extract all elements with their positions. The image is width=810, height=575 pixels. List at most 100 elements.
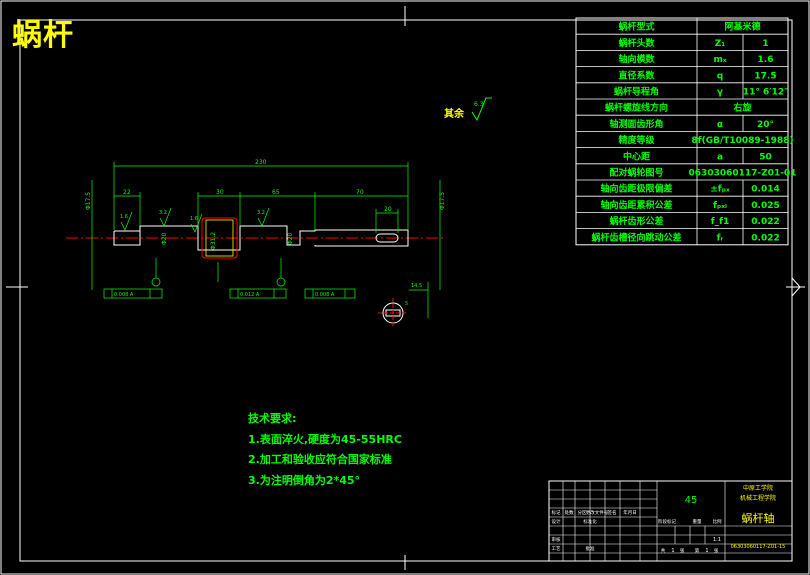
param-cell: 右旋 [732,102,752,114]
param-cell: 0.025 [751,201,779,211]
tb-material: 45 [685,495,698,506]
param-cell: 中心距 [623,150,650,162]
param-cell: 1.6 [758,55,774,65]
dim-dia-left: Φ17.5 [85,192,92,210]
param-cell: 蜗杆齿形公差 [609,215,663,227]
roughness-symbol-3 [190,213,203,233]
param-cell: mₓ [713,55,726,65]
tol-3: 0.008 A [315,292,335,298]
tolerance-frame-2 [229,288,287,299]
title-block: 45中原工学院机械工程学院蜗杆轴06303060117-Z01-151:1标记处… [548,480,793,562]
dim-dia-right: Φ17.5 [439,192,446,210]
dim-dia-bearing-left: Φ20 [161,232,168,245]
tb-school: 中原工学院 [743,484,773,492]
param-cell: 轴向齿距极限偏差 [600,183,672,195]
roughness-symbol-1 [120,211,133,231]
param-cell: 轴向齿距累积公差 [600,199,672,211]
tb-sheet-total: 1 [671,548,674,554]
rough-1: 1.6 [120,214,128,220]
param-cell: α [717,120,723,130]
dim-dia-bearing-right: Φ20 [287,232,294,245]
tb-label: 比例 [713,518,722,525]
param-cell: 0.014 [751,185,779,195]
param-cell: 轴向模数 [618,53,655,65]
param-cell: ±fₚₓ [710,185,730,195]
param-cell: a [717,152,723,162]
tol-1: 0.008 A [114,292,134,298]
tb-label: 重量 [693,518,702,525]
param-cell: 配对蜗轮图号 [609,166,663,178]
param-cell: 直径系数 [618,69,655,81]
param-cell: 06303060117-Z01-01 [689,168,797,178]
tb-label: 更改文件号 [586,509,609,516]
section-key: 5 [405,301,408,307]
param-cell: fₚₓₗ [713,201,727,211]
param-cell: 蜗杆型式 [618,21,654,33]
shaft-drawing: 230 22 30 65 70 20 Φ17.5 Φ17.5 Φ31.2 Φ20… [66,159,446,328]
param-cell: 蜗杆齿槽径向跳动公差 [591,231,681,243]
dim-mid-b: 65 [272,189,280,196]
title-block-border [548,480,793,562]
tolerance-frame-1 [103,288,163,299]
datum-a-right [276,277,286,287]
tb-label: 标记 [552,509,561,516]
remaining-value: 6.3 [474,101,484,108]
param-cell: γ [717,87,723,97]
param-cell: 精度等级 [618,134,655,146]
tb-sheet-no: 1 [705,548,708,554]
roughness-symbol-2 [159,207,172,227]
roughness-symbol-4 [257,207,270,227]
param-cell: Z₁ [715,39,726,49]
rough-3: 1.6 [190,216,198,222]
param-cell: 0.022 [751,233,779,243]
tb-label: 签名 [608,509,617,516]
tech-req-heading: 技术要求: [248,412,297,425]
tb-label: 批准 [586,545,595,552]
orientation-mark [791,277,801,297]
tech-req-item-3: 3.为注明倒角为2*45° [248,474,361,487]
param-cell: 11° 6′12″ [743,87,788,97]
roughness-symbol-remaining [471,97,492,122]
tb-label: 设计 [552,518,561,525]
dim-dia-worm: Φ31.2 [210,232,217,250]
param-cell: 蜗杆螺旋线方向 [605,102,668,114]
rough-4: 3.2 [257,210,265,216]
remaining-label: 其余 [444,107,465,120]
param-cell: 17.5 [754,71,776,81]
tb-label: 张 [714,547,719,554]
tech-req-item-2: 2.加工和验收应符合国家标准 [248,453,392,466]
tb-label: 张 [680,547,685,554]
param-cell: 蜗杆导程角 [614,85,659,97]
dim-overall: 230 [255,159,267,166]
shaft-left-end [114,230,140,246]
tb-label: 工艺 [552,546,561,552]
tb-label: 阶段标记 [658,518,676,525]
tb-scale: 1:1 [713,537,721,543]
dim-right-shaft: 70 [356,189,364,196]
datum-a-left [151,277,161,287]
tb-label: 分区 [578,509,587,516]
tb-label: 共 [661,547,666,554]
tb-label: 标准化 [583,518,597,525]
param-cell: 轴测面齿形角 [609,118,663,130]
param-cell: 50 [759,152,772,162]
tb-label: 第 [695,547,700,554]
worm-thread-inner [205,219,234,257]
rough-2: 3.2 [159,210,167,216]
dim-left-shaft: 22 [123,189,131,196]
worm-thread-section [201,217,238,259]
param-cell: f_f1 [711,217,730,227]
param-cell: 8f(GB/T10089-1988) [691,136,793,146]
tol-2: 0.012 A [240,292,260,298]
tb-part-name: 蜗杆轴 [742,511,775,525]
keyway [375,233,399,243]
param-cell: fᵣ [717,233,724,243]
param-cell: 0.022 [751,217,779,227]
tech-req-item-1: 1.表面淬火,硬度为45-55HRC [248,433,402,446]
inner-frame [19,19,793,562]
tb-department: 机械工程学院 [740,494,776,502]
param-cell: 阿基米德 [724,21,760,33]
